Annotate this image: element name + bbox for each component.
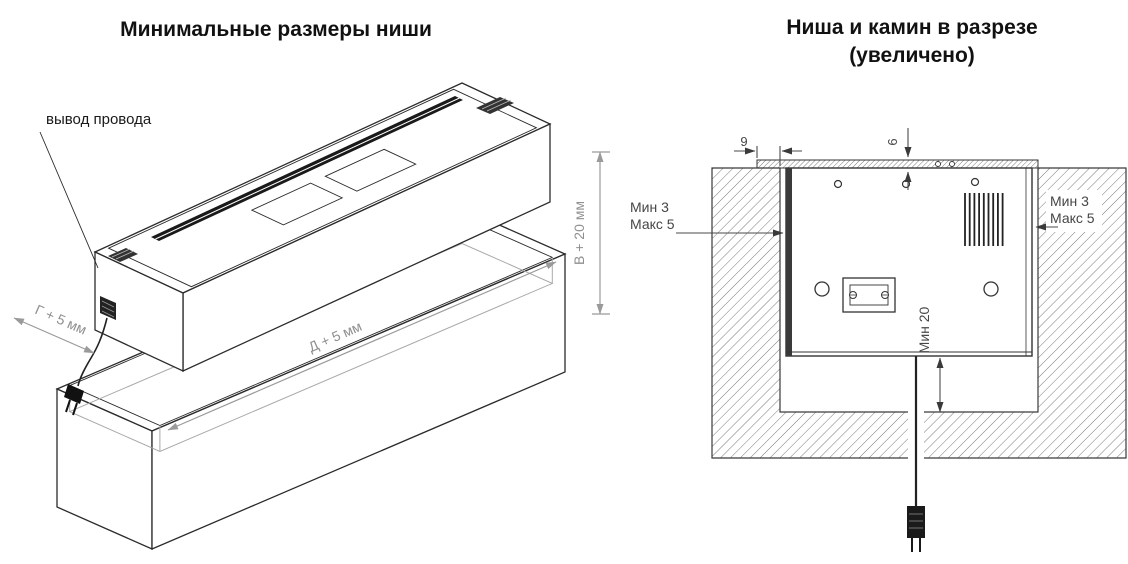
right-gap-min-label: Мин 3 — [1050, 193, 1089, 209]
vent-grid-left — [108, 248, 138, 262]
fireplace-section — [785, 161, 1033, 357]
dimension-lip: 9 — [734, 134, 802, 166]
left-gap-min-label: Мин 3 — [630, 199, 669, 215]
wire-outlet-box — [100, 296, 116, 320]
wire-outlet-label: вывод провода — [46, 111, 152, 128]
vent-grid-right — [476, 97, 514, 114]
right-diagram-title-line1: Ниша и камин в разрезе — [786, 16, 1037, 39]
section-power-cord — [907, 356, 925, 552]
left-diagram-title: Минимальные размеры ниши — [120, 18, 432, 41]
power-cord — [77, 317, 108, 387]
dimension-bottom-gap: Мин 20 — [916, 306, 944, 413]
vent-grille — [964, 193, 1004, 246]
right-gap-max-label: Макс 5 — [1050, 210, 1095, 226]
lid-right — [324, 148, 417, 192]
mounting-hole — [970, 177, 980, 187]
depth-dim-label: Г + 5 мм — [33, 301, 89, 337]
lip-dim-label: 9 — [740, 134, 747, 149]
flange-band — [756, 159, 1039, 169]
fastener-icon — [935, 161, 941, 167]
burner-slot — [151, 96, 463, 241]
dimension-flange: 6 — [885, 128, 912, 190]
round-opening — [814, 281, 830, 297]
mounting-hole — [833, 179, 843, 189]
wire-callout: вывод провода — [39, 111, 152, 269]
flange-dim-label: 6 — [885, 138, 900, 145]
power-plug-icon — [64, 384, 84, 416]
dimension-left-gap: Мин 3 Макс 5 — [630, 199, 784, 237]
side-wall-section — [786, 168, 792, 356]
section-plug-icon — [907, 506, 925, 552]
right-diagram-title-line2: (увеличено) — [849, 44, 975, 67]
fastener-icon — [949, 161, 955, 167]
fireplace-unit — [93, 82, 552, 373]
dimension-right-gap: Мин 3 Макс 5 — [1035, 190, 1102, 232]
bottom-gap-label: Мин 20 — [916, 306, 932, 353]
left-gap-max-label: Макс 5 — [630, 216, 675, 232]
cross-section: Мин 3 Макс 5 Мин 3 Макс 5 Мин 20 9 — [630, 128, 1127, 552]
lid-left — [250, 182, 344, 226]
round-opening — [983, 281, 999, 297]
dimension-depth: Г + 5 мм — [13, 301, 95, 354]
wire-and-plug — [64, 317, 108, 416]
dimension-height: В + 20 мм — [571, 151, 610, 315]
junction-box — [842, 277, 896, 313]
height-dim-label: В + 20 мм — [571, 201, 587, 265]
